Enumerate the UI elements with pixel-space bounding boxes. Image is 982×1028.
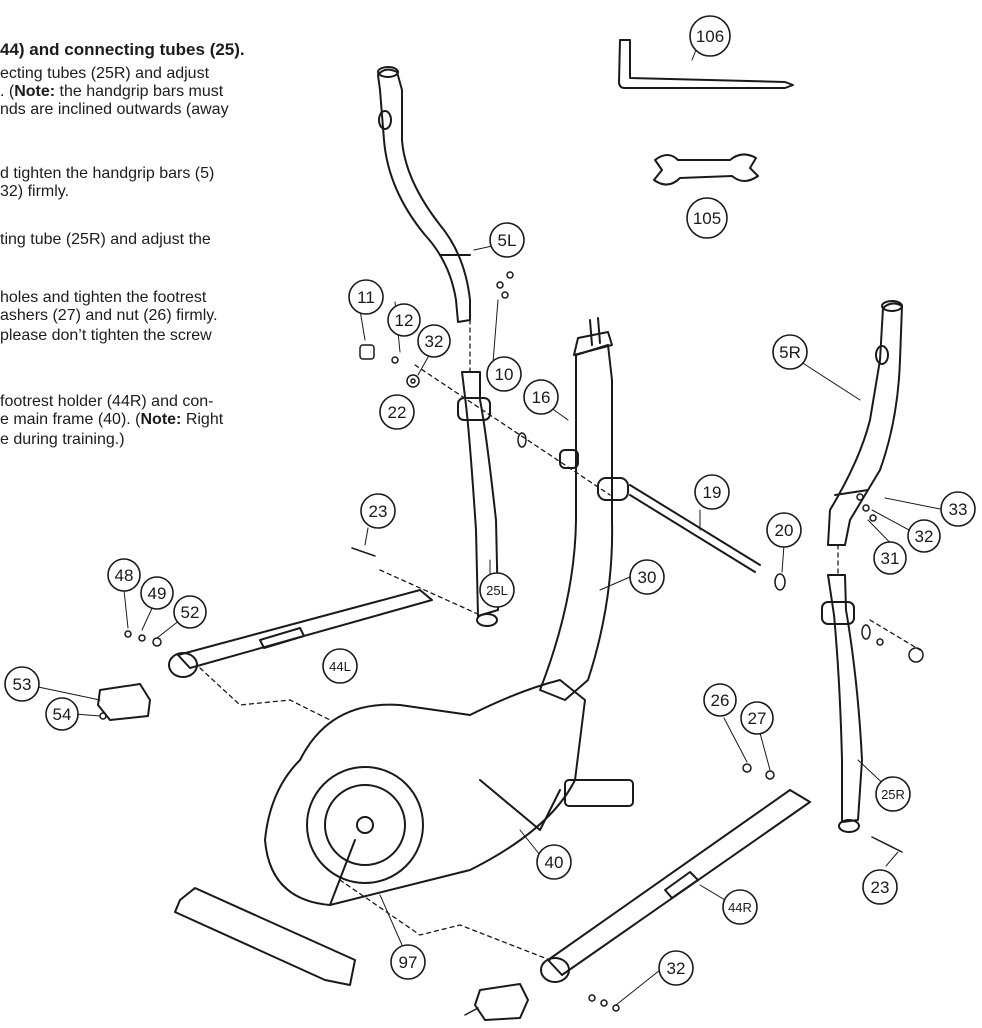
svg-text:5L: 5L	[498, 231, 517, 250]
part-callout-23: 23	[862, 869, 898, 905]
part-callout-44L: 44L	[322, 648, 358, 684]
part-callout-25L: 25L	[479, 572, 515, 608]
svg-text:48: 48	[115, 566, 134, 585]
part-callout-27: 27	[740, 701, 774, 735]
instruction-line: ecting tubes (25R) and adjust	[0, 65, 210, 82]
instruction-line: 32) firmly.	[0, 183, 70, 200]
hardware-fasteners	[99, 271, 924, 1016]
part-callout-40: 40	[536, 844, 572, 880]
instruction-line: nds are inclined outwards (away	[0, 101, 229, 118]
part-callout-5R: 5R	[772, 334, 808, 370]
part-callout-49: 49	[140, 576, 174, 610]
svg-text:105: 105	[693, 209, 721, 228]
svg-text:20: 20	[775, 521, 794, 540]
svg-text:49: 49	[148, 584, 167, 603]
wrench-tool	[653, 153, 759, 186]
svg-text:12: 12	[395, 311, 414, 330]
instruction-line: footrest holder (44R) and con-	[0, 393, 214, 410]
note-label: Note:	[14, 83, 56, 100]
part-callout-32: 32	[658, 950, 694, 986]
part-callout-11: 11	[348, 279, 384, 315]
front-stabilizer	[174, 887, 356, 986]
svg-text:5R: 5R	[779, 343, 801, 362]
instruction-line: ashers (27) and nut (26) firmly.	[0, 307, 218, 324]
svg-text:40: 40	[545, 853, 564, 872]
instruction-line: d tighten the handgrip bars (5)	[0, 165, 215, 182]
svg-text:16: 16	[532, 388, 551, 407]
part-callout-105: 105	[686, 197, 728, 239]
part-callout-97: 97	[390, 944, 426, 980]
svg-text:54: 54	[53, 705, 72, 724]
part-callout-23: 23	[360, 493, 396, 529]
svg-text:23: 23	[871, 878, 890, 897]
handgrip-bar-left	[377, 66, 471, 323]
part-callout-25R: 25R	[875, 776, 911, 812]
svg-text:44R: 44R	[728, 900, 752, 915]
pedal-arm-right	[540, 789, 811, 983]
part-callout-44R: 44R	[722, 889, 758, 925]
svg-text:11: 11	[357, 288, 375, 307]
svg-text:27: 27	[748, 709, 767, 728]
part-callout-33: 33	[940, 491, 976, 527]
part-callout-52: 52	[173, 595, 207, 629]
instruction-line: holes and tighten the footrest	[0, 289, 207, 306]
svg-text:32: 32	[425, 332, 444, 351]
instruction-line: ting tube (25R) and adjust the	[0, 231, 211, 248]
part-callout-106: 106	[689, 15, 731, 57]
end-cap-right	[474, 983, 529, 1021]
svg-text:10: 10	[495, 365, 514, 384]
part-callout-32: 32	[417, 324, 451, 358]
part-callout-30: 30	[629, 559, 665, 595]
svg-text:33: 33	[949, 500, 968, 519]
axle-rod	[629, 484, 761, 573]
svg-text:106: 106	[696, 27, 724, 46]
svg-text:52: 52	[181, 603, 200, 622]
step-heading: 44) and connecting tubes (25).	[0, 40, 245, 59]
instruction-line: . (Note: the handgrip bars must	[0, 83, 224, 100]
note-label: Note:	[140, 411, 182, 428]
svg-text:26: 26	[711, 691, 730, 710]
instruction-line: e main frame (40). (Note: Right	[0, 411, 224, 428]
part-callout-31: 31	[873, 541, 907, 575]
allen-key-tool	[618, 39, 794, 89]
part-callout-26: 26	[703, 683, 737, 717]
instruction-line: please don’t tighten the screw	[0, 327, 212, 344]
svg-text:22: 22	[388, 403, 407, 422]
svg-text:32: 32	[667, 959, 686, 978]
svg-text:19: 19	[703, 483, 722, 502]
svg-text:25L: 25L	[486, 583, 508, 598]
part-callout-53: 53	[4, 666, 40, 702]
pedal-arm-left	[168, 589, 433, 678]
part-callout-22: 22	[379, 394, 415, 430]
svg-text:25R: 25R	[881, 787, 905, 802]
callout-leaders	[23, 39, 941, 1006]
part-callout-54: 54	[45, 697, 79, 731]
svg-text:97: 97	[399, 953, 418, 972]
part-callout-12: 12	[387, 303, 421, 337]
part-callout-16: 16	[523, 379, 559, 415]
part-callout-20: 20	[766, 512, 802, 548]
handgrip-bar-right	[827, 300, 903, 546]
instruction-line: e during training.)	[0, 431, 125, 448]
svg-text:30: 30	[638, 568, 657, 587]
handle-tube-left	[457, 371, 499, 627]
assembly-guide-lines	[199, 319, 921, 961]
main-upright-frame	[539, 317, 629, 701]
svg-text:44L: 44L	[329, 659, 351, 674]
part-callout-5L: 5L	[489, 222, 525, 258]
svg-text:32: 32	[915, 527, 934, 546]
handle-tube-right	[821, 574, 863, 833]
svg-text:31: 31	[881, 549, 900, 568]
flywheel-housing	[264, 679, 634, 906]
svg-text:53: 53	[13, 675, 32, 694]
part-callout-10: 10	[486, 356, 522, 392]
part-callout-32: 32	[907, 519, 941, 553]
part-callout-19: 19	[694, 474, 730, 510]
svg-text:23: 23	[369, 502, 388, 521]
part-callout-48: 48	[107, 558, 141, 592]
end-cap-left	[97, 683, 151, 721]
